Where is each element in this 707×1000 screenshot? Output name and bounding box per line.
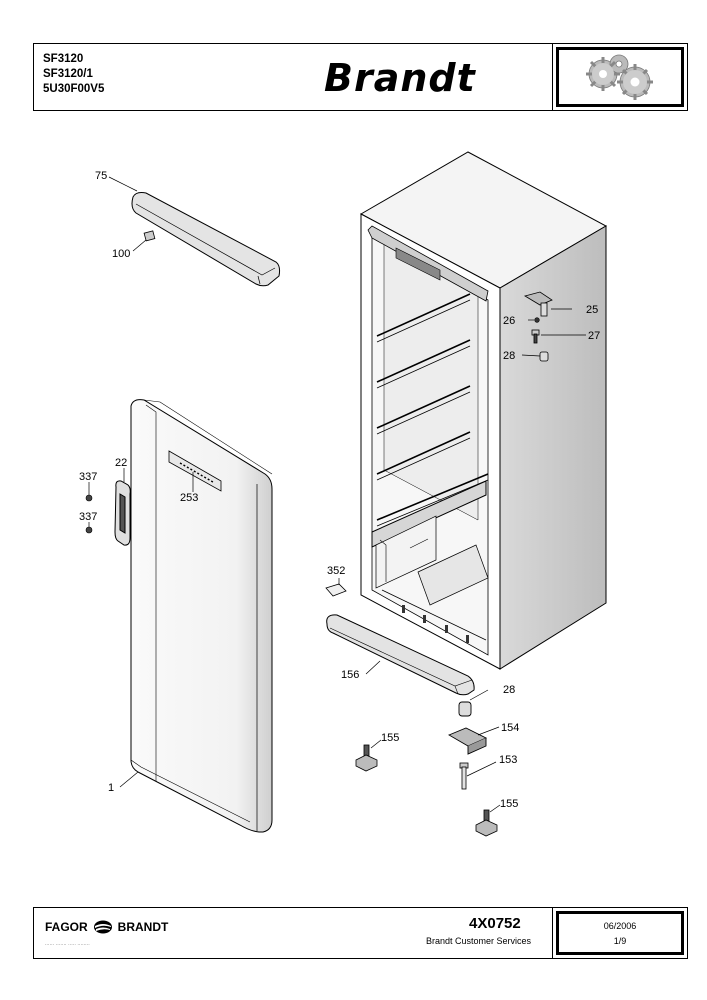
callout-27: 27 — [588, 330, 600, 342]
footer-block: FAGOR BRANDT ...... ....... ..... ......… — [33, 907, 688, 959]
washer-part — [534, 317, 540, 323]
callout-100: 100 — [112, 248, 130, 260]
hinge-part — [523, 291, 553, 317]
hinge-pin — [531, 329, 540, 344]
bushing-part — [539, 351, 549, 362]
door-top-trim — [131, 192, 281, 287]
door-handle — [114, 480, 131, 546]
swirl-icon — [93, 920, 112, 934]
callout-155: 155 — [381, 732, 399, 744]
adjustable-foot — [355, 744, 378, 772]
document-code: 4X0752 — [469, 915, 521, 932]
base-plinth — [326, 614, 475, 696]
cover-plate — [325, 583, 347, 597]
company-name: BRANDT — [117, 920, 169, 934]
callout-75: 75 — [95, 170, 107, 182]
callout-28: 28 — [503, 350, 515, 362]
part-callouts: 75 100 22 337 337 253 1 25 26 27 28 352 … — [79, 170, 600, 810]
callout-253: 253 — [180, 492, 198, 504]
long-screw — [459, 762, 469, 790]
brand-logo: Brandt — [324, 56, 476, 100]
callout-337: 337 — [79, 471, 97, 483]
clip-part — [143, 230, 156, 242]
shelf-rails — [376, 293, 489, 527]
callout-22: 22 — [115, 457, 127, 469]
callout-352: 352 — [327, 565, 345, 577]
issue-date: 06/2006 — [603, 921, 637, 931]
model-number: SF3120/1 — [43, 68, 93, 80]
callout-153: 153 — [499, 754, 517, 766]
callout-337: 337 — [79, 511, 97, 523]
adjustable-foot — [475, 809, 498, 837]
model-number: 5U30F00V5 — [43, 83, 105, 95]
document-subtitle: Brandt Customer Services — [426, 936, 532, 946]
date-page-box: 06/2006 1/9 — [552, 908, 687, 958]
callout-26: 26 — [503, 315, 515, 327]
crisper-drawer — [371, 480, 489, 643]
callout-1: 1 — [108, 782, 114, 794]
leader-lines — [88, 176, 586, 813]
callout-28: 28 — [503, 684, 515, 696]
callout-25: 25 — [586, 304, 598, 316]
company-tagline: ...... ....... ..... ........ — [45, 941, 90, 946]
rating-label — [168, 450, 222, 492]
callout-156: 156 — [341, 669, 359, 681]
bottom-hinge-bracket — [447, 727, 488, 755]
model-list: SF3120 SF3120/1 5U30F00V5 — [43, 52, 104, 97]
callout-155: 155 — [500, 798, 518, 810]
refrigerator-cabinet — [359, 151, 608, 670]
fagor-brandt-logo: FAGOR BRANDT — [45, 920, 168, 934]
gear-logo-box — [552, 44, 687, 110]
callout-154: 154 — [501, 722, 519, 734]
page-number: 1/9 — [613, 936, 627, 946]
bushing-part-lower — [458, 701, 472, 717]
company-name: FAGOR — [45, 920, 88, 934]
model-number: SF3120 — [43, 53, 84, 65]
door-panel — [130, 399, 273, 833]
header-block: SF3120 SF3120/1 5U30F00V5 Brandt — [33, 43, 688, 111]
